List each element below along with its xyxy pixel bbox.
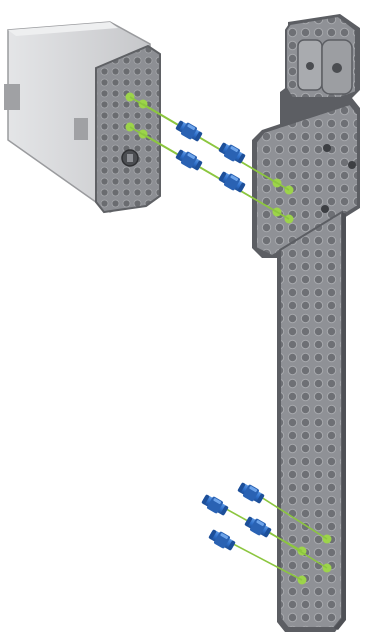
smart-motor (4, 22, 160, 212)
connector-pins-lower (200, 480, 273, 552)
pin-icon (207, 527, 237, 552)
robot-body-beam (252, 14, 360, 632)
pin-icon (174, 147, 204, 172)
pin-icon (236, 480, 266, 505)
pin-icon (174, 118, 204, 143)
pin-icon (217, 169, 247, 194)
pin-icon (243, 514, 273, 539)
leg-beam (280, 212, 342, 628)
connector-pins-upper (174, 118, 247, 194)
pin-icon (200, 492, 230, 517)
